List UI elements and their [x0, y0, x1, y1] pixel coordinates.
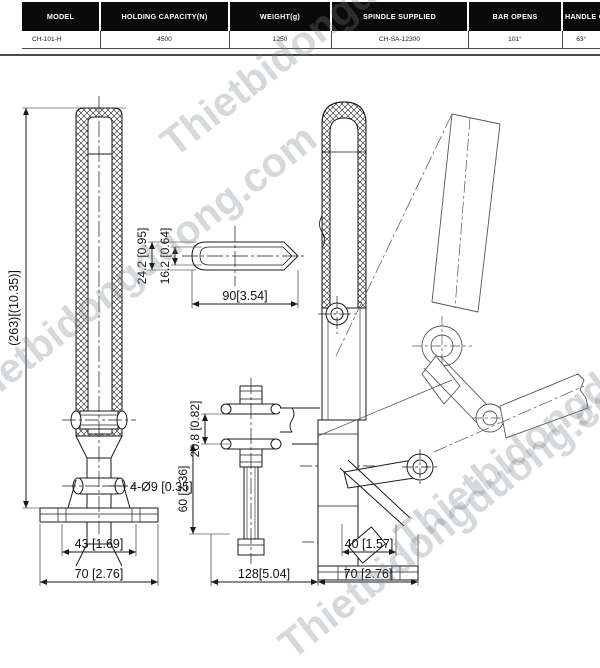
dim-60 [189, 444, 230, 535]
dim-label-43: 43 [1.69] [75, 537, 124, 551]
col-header-model: MODEL [22, 2, 101, 31]
engineering-drawing: (263)[(10.35)] 24.2 [0.95] 16.2 [0.64] 9… [0, 56, 600, 602]
dim-70-front [39, 524, 159, 586]
cell-bar-opens: 101° [467, 31, 563, 49]
dim-label-24-2: 24.2 [0.95] [135, 228, 149, 285]
dim-70-side [318, 534, 419, 586]
col-header-weight: WEIGHT(g) [228, 2, 332, 31]
spec-table-region: MODEL HOLDING CAPACITY(N) WEIGHT(g) SPIN… [0, 0, 600, 56]
cell-holding-capacity: 4500 [99, 31, 230, 49]
cell-handle-opens: 63° [561, 31, 600, 49]
dim-128 [210, 534, 319, 586]
front-view-clamp [39, 96, 159, 567]
col-header-handle-opens: HANDLE OPENS [561, 2, 600, 31]
cell-model: CH-101-H [22, 31, 101, 49]
open-position-handle [317, 113, 589, 453]
spec-table-header-row: MODEL HOLDING CAPACITY(N) WEIGHT(g) SPIN… [22, 2, 600, 31]
dim-90 [191, 270, 299, 308]
dim-label-40: 40 [1.57] [345, 537, 394, 551]
dim-label-70-front: 70 [2.76] [75, 567, 124, 581]
cell-spindle-supplied: CH-SA-12300 [330, 31, 469, 49]
dim-label-60: 60 [2.36] [176, 466, 190, 513]
dim-20-8 [201, 413, 230, 445]
dim-label-hole-callout: 4-Ø9 [0.35] [130, 480, 193, 494]
cell-weight: 1250 [228, 31, 332, 49]
dim-24-2 [148, 241, 196, 271]
dim-label-128: 128[5.04] [238, 567, 290, 581]
col-header-spindle-supplied: SPINDLE SUPPLIED [330, 2, 469, 31]
dim-label-20-8: 20.8 [0.82] [188, 401, 202, 458]
dim-overall-height [22, 107, 126, 509]
spindle-assembly [220, 378, 320, 564]
spec-table: MODEL HOLDING CAPACITY(N) WEIGHT(g) SPIN… [22, 2, 600, 49]
dim-label-overall-height: (263)[(10.35)] [7, 270, 21, 346]
dim-43 [61, 524, 137, 556]
dim-label-90: 90[3.54] [222, 289, 267, 303]
table-row: CH-101-H 4500 1250 CH-SA-12300 101° 63° [22, 31, 600, 49]
col-header-bar-opens: BAR OPENS [467, 2, 563, 31]
dim-label-16-2: 16.2 [0.64] [158, 228, 172, 285]
side-view-clamp [300, 101, 438, 581]
dim-40 [341, 524, 397, 556]
dim-16-2 [171, 246, 202, 266]
col-header-holding-capacity: HOLDING CAPACITY(N) [99, 2, 230, 31]
dim-label-70-side: 70 [2.76] [344, 567, 393, 581]
bar-plan-view [182, 226, 306, 286]
table-bottom-rule [0, 54, 600, 56]
